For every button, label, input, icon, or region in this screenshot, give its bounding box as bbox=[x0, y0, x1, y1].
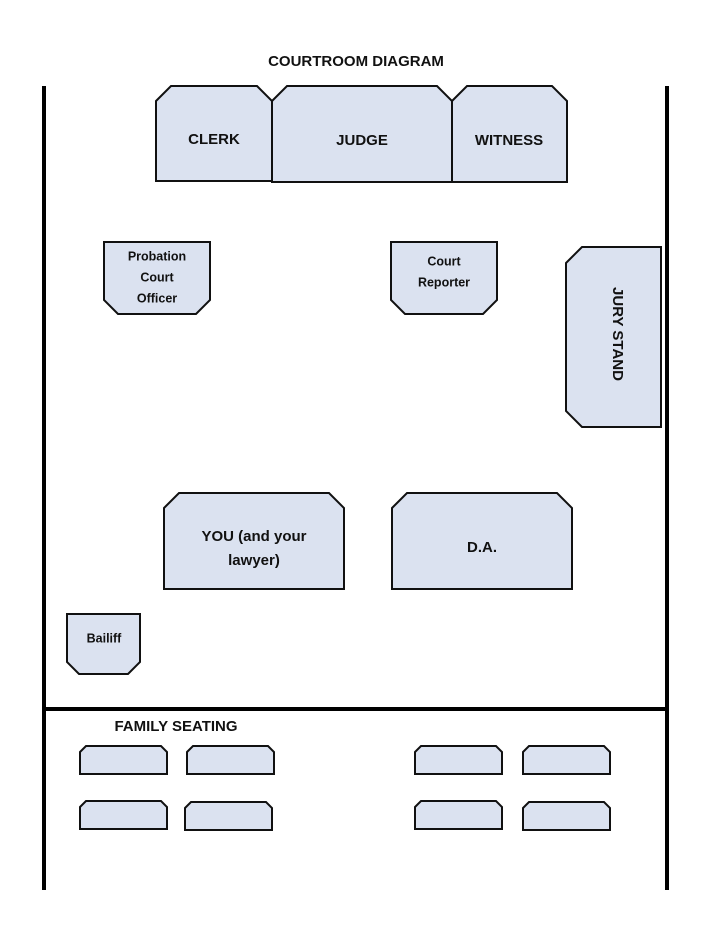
bailiff-desk: Bailiff bbox=[66, 613, 141, 675]
clerk-desk: CLERK bbox=[155, 85, 273, 182]
defense-label-line-1: YOU (and your bbox=[201, 528, 306, 545]
family-bench bbox=[79, 745, 168, 775]
jury-stand-label: JURY STAND bbox=[609, 287, 626, 381]
family-bench bbox=[184, 801, 273, 831]
family-bench bbox=[414, 800, 503, 830]
defense-label-line-2: lawyer) bbox=[228, 552, 280, 569]
probation-label-line-1: Probation bbox=[128, 249, 186, 263]
family-bench bbox=[414, 745, 503, 775]
judge-label: JUDGE bbox=[336, 132, 388, 149]
judge-bench: JUDGE bbox=[271, 85, 453, 183]
family-bench bbox=[79, 800, 168, 830]
family-bench bbox=[186, 745, 275, 775]
da-table: D.A. bbox=[391, 492, 573, 590]
probation-label-line-3: Officer bbox=[137, 291, 177, 305]
family-bench bbox=[522, 801, 611, 831]
court-reporter-label-line-1: Court bbox=[427, 254, 461, 268]
court-reporter-label-line-2: Reporter bbox=[418, 275, 470, 289]
defense-table: YOU (and your lawyer) bbox=[163, 492, 345, 590]
da-label: D.A. bbox=[467, 539, 497, 556]
family-seating-benches bbox=[79, 745, 611, 831]
family-seating-label: FAMILY SEATING bbox=[114, 718, 237, 735]
court-reporter-desk: Court Reporter bbox=[390, 241, 498, 315]
witness-stand: WITNESS bbox=[451, 85, 568, 183]
witness-label: WITNESS bbox=[475, 132, 543, 149]
clerk-label: CLERK bbox=[188, 131, 240, 148]
bailiff-label: Bailiff bbox=[87, 631, 123, 645]
probation-label-line-2: Court bbox=[140, 270, 174, 284]
probation-officer-desk: Probation Court Officer bbox=[103, 241, 211, 315]
diagram-title: COURTROOM DIAGRAM bbox=[268, 53, 444, 70]
jury-stand: JURY STAND bbox=[565, 246, 662, 428]
family-bench bbox=[522, 745, 611, 775]
